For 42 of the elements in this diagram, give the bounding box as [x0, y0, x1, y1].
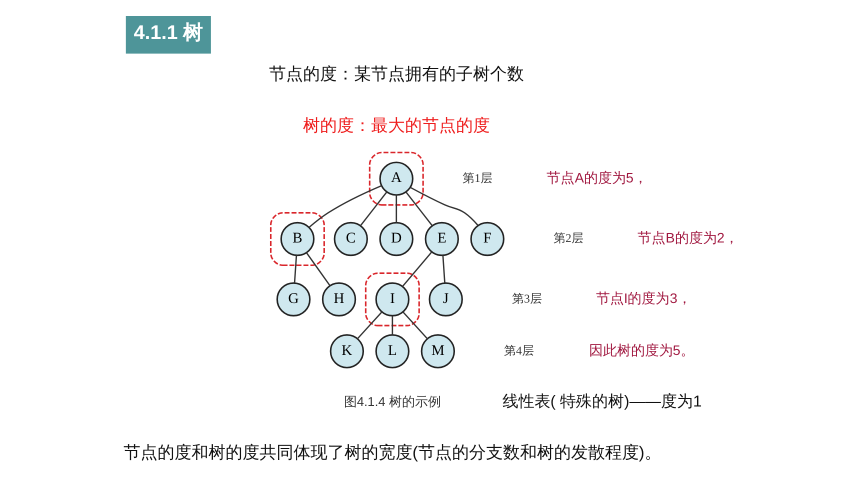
- label: 节点A的度为5，: [546, 169, 648, 186]
- connector: [359, 192, 387, 226]
- node-circle: D: [378, 222, 413, 256]
- diagram-title: 4.1.1 树: [133, 22, 203, 44]
- connector: [395, 195, 397, 223]
- label: 节点I的度为3，: [595, 290, 691, 306]
- connector: [404, 192, 432, 226]
- connector: [442, 255, 445, 283]
- node-circle: K: [329, 334, 364, 368]
- node-circle: C: [333, 222, 368, 256]
- cluster: [269, 212, 324, 266]
- connector: [391, 316, 393, 335]
- cluster: [364, 272, 420, 326]
- label: 线性表( 特殊的树)——度为1: [502, 393, 702, 410]
- label: 第4层: [504, 343, 534, 358]
- node-circle: F: [470, 222, 504, 256]
- connector: [410, 186, 478, 226]
- connector: [402, 252, 432, 287]
- label: 第2层: [553, 231, 583, 246]
- node-circle: G: [276, 282, 310, 316]
- connector: [402, 311, 428, 340]
- node-circle: B: [280, 222, 314, 256]
- connector: [356, 311, 382, 340]
- node-circle: L: [374, 334, 410, 368]
- node-circle: I: [374, 282, 410, 316]
- connector: [308, 185, 382, 228]
- cluster: [368, 152, 424, 206]
- connector: [305, 252, 330, 286]
- caption: 图4.1.4 树的示例: [343, 394, 440, 410]
- label: 树的度：最大的节点的度: [302, 116, 490, 135]
- label: 节点B的度为2，: [637, 230, 738, 246]
- label: 第3层: [511, 291, 542, 306]
- label: 节点的度：某节点拥有的子树个数: [268, 64, 524, 84]
- node-circle: E: [424, 222, 458, 256]
- node-circle: J: [428, 282, 462, 316]
- node-circle: H: [321, 282, 356, 316]
- label: 因此树的度为5。: [588, 342, 694, 358]
- label: 节点的度和树的度共同体现了树的宽度(节点的分支数和树的发散程度)。: [122, 443, 662, 462]
- node-circle: M: [420, 334, 455, 368]
- label: 第1层: [462, 170, 492, 185]
- connector: [293, 255, 297, 283]
- node-circle: A: [378, 162, 413, 196]
